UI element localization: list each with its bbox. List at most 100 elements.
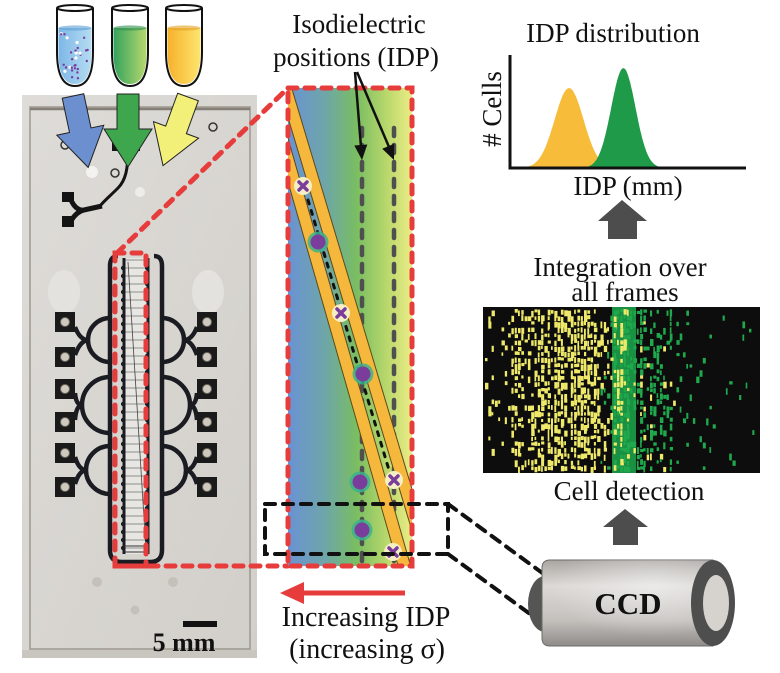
detected-cell-mark-yellow [587,418,589,423]
detected-cell-mark-yellow [547,466,551,471]
detected-cell-mark-green [613,339,616,344]
detected-cell-mark-green [663,375,665,381]
detected-cell-mark-green [626,328,630,334]
detected-cell-mark-green [623,375,626,383]
detected-cell-mark-yellow [547,417,551,423]
detected-cell-mark-yellow [574,424,577,429]
detected-cell-mark-yellow [574,357,577,363]
detected-cell-mark-yellow [491,345,494,352]
detected-cell-mark-green [640,309,643,315]
detected-cell-mark-yellow [514,351,518,355]
detected-cell-mark-yellow [597,418,601,424]
detected-cell-mark-yellow [534,316,537,320]
detected-cell-mark-yellow [633,382,636,386]
channel-diagonal [127,261,147,551]
electrode-pad [55,412,75,432]
detected-cell-mark-yellow [514,364,518,371]
microfluidic-chip-photo: 5 mm [22,95,257,658]
detected-cell-mark-yellow [587,334,591,339]
detected-cell-mark-yellow [537,465,541,472]
detected-cell-mark-yellow [584,315,588,322]
detected-cell-mark-yellow [518,347,522,352]
detected-cell-mark-yellow [607,363,610,369]
detected-cell-mark-yellow [534,441,538,446]
detected-cell-mark-yellow [541,345,543,349]
electrode-pad [197,347,217,367]
detected-cell-mark-yellow [570,465,575,469]
detected-cell-mark-green [653,322,656,329]
detected-cell-mark-yellow [547,412,551,417]
detected-cell-mark-green [653,351,657,359]
detected-cell-mark-yellow [574,417,577,421]
detected-cell-mark-yellow [514,376,518,381]
detected-cell-mark-yellow [560,351,564,357]
cell-detection-label: Cell detection [554,476,705,506]
detected-cell-mark-yellow [560,317,564,324]
detected-cell-mark-yellow [577,430,581,436]
detected-cell-mark-yellow [527,351,532,356]
detected-cell-mark-yellow [527,327,531,333]
detected-cell-mark-yellow [541,394,545,401]
detected-cell-mark-yellow [577,394,581,400]
detected-cell-mark-green [666,412,670,419]
detected-cell-mark-yellow [593,435,597,439]
detected-cell-mark-yellow [580,436,584,441]
detected-cell-mark-yellow [570,358,574,362]
detected-cell-mark-yellow [570,393,573,398]
detected-cell-mark-green [702,442,706,449]
detected-cell-mark-yellow [613,382,617,388]
detected-cell-mark-green [613,310,618,316]
detected-cell-mark-yellow [541,424,545,431]
tube-liquid [58,28,92,84]
detected-cell-mark-green [663,327,666,335]
detected-cell-mark-yellow [650,453,652,461]
detected-cell-mark-green [709,447,712,453]
detected-cell-mark-green [613,394,617,399]
detected-cell-mark-yellow [590,435,594,440]
detected-cell-mark-yellow [564,466,568,471]
detected-cell-mark-yellow [544,381,548,386]
detected-cell-mark-yellow [514,309,518,313]
detected-cell-mark-green [742,334,745,341]
detected-cell-mark-yellow [551,346,553,350]
detected-cell-mark-yellow [524,339,528,343]
detected-cell-mark-green [640,321,644,326]
detected-cell-mark-green [646,424,649,431]
detected-cell-mark-yellow [567,310,572,317]
detected-cell-mark-yellow [587,448,591,455]
detected-cell-mark-yellow [521,387,524,392]
detected-cell-mark-yellow [521,315,524,321]
detected-cell-mark-yellow [511,447,515,453]
detected-cell-mark-yellow [511,358,514,364]
pad-contact-icon [60,482,70,492]
detected-cell-mark-green [640,315,643,322]
suspended-cell [86,48,89,52]
detected-cell-mark-yellow [593,442,596,446]
detected-cell-mark-green [749,328,752,333]
detected-cell-mark-yellow [557,418,560,422]
detected-cell-mark-yellow [613,465,617,471]
detected-cell-mark-yellow [547,459,552,467]
detected-cell-mark-green [633,400,637,408]
bonding-region [48,270,80,314]
detected-cell-mark-yellow [551,447,553,454]
detected-cell-mark-yellow [534,333,537,339]
detected-cell-mark-yellow [603,465,606,473]
detected-cell-mark-green [623,352,626,359]
detected-cell-mark-yellow [541,334,544,341]
liquid-surface [113,25,147,31]
detected-cell-mark-yellow [554,399,557,406]
detected-cell-mark-yellow [564,453,567,457]
detected-cell-mark-yellow [577,436,581,443]
detected-cell-mark-yellow [551,310,554,314]
detected-cell-mark-green [650,406,653,412]
detected-cell-mark-green [656,447,660,451]
detected-cell-mark-yellow [514,340,518,346]
detected-cell-mark-yellow [518,358,521,363]
suspended-cell [82,36,86,39]
detected-cell-mark-yellow [554,418,557,424]
pad-contact-icon [202,417,212,427]
detected-cell-mark-green [650,435,653,441]
detected-cell-mark-yellow [554,346,557,352]
detected-cell-mark-yellow [521,333,524,341]
